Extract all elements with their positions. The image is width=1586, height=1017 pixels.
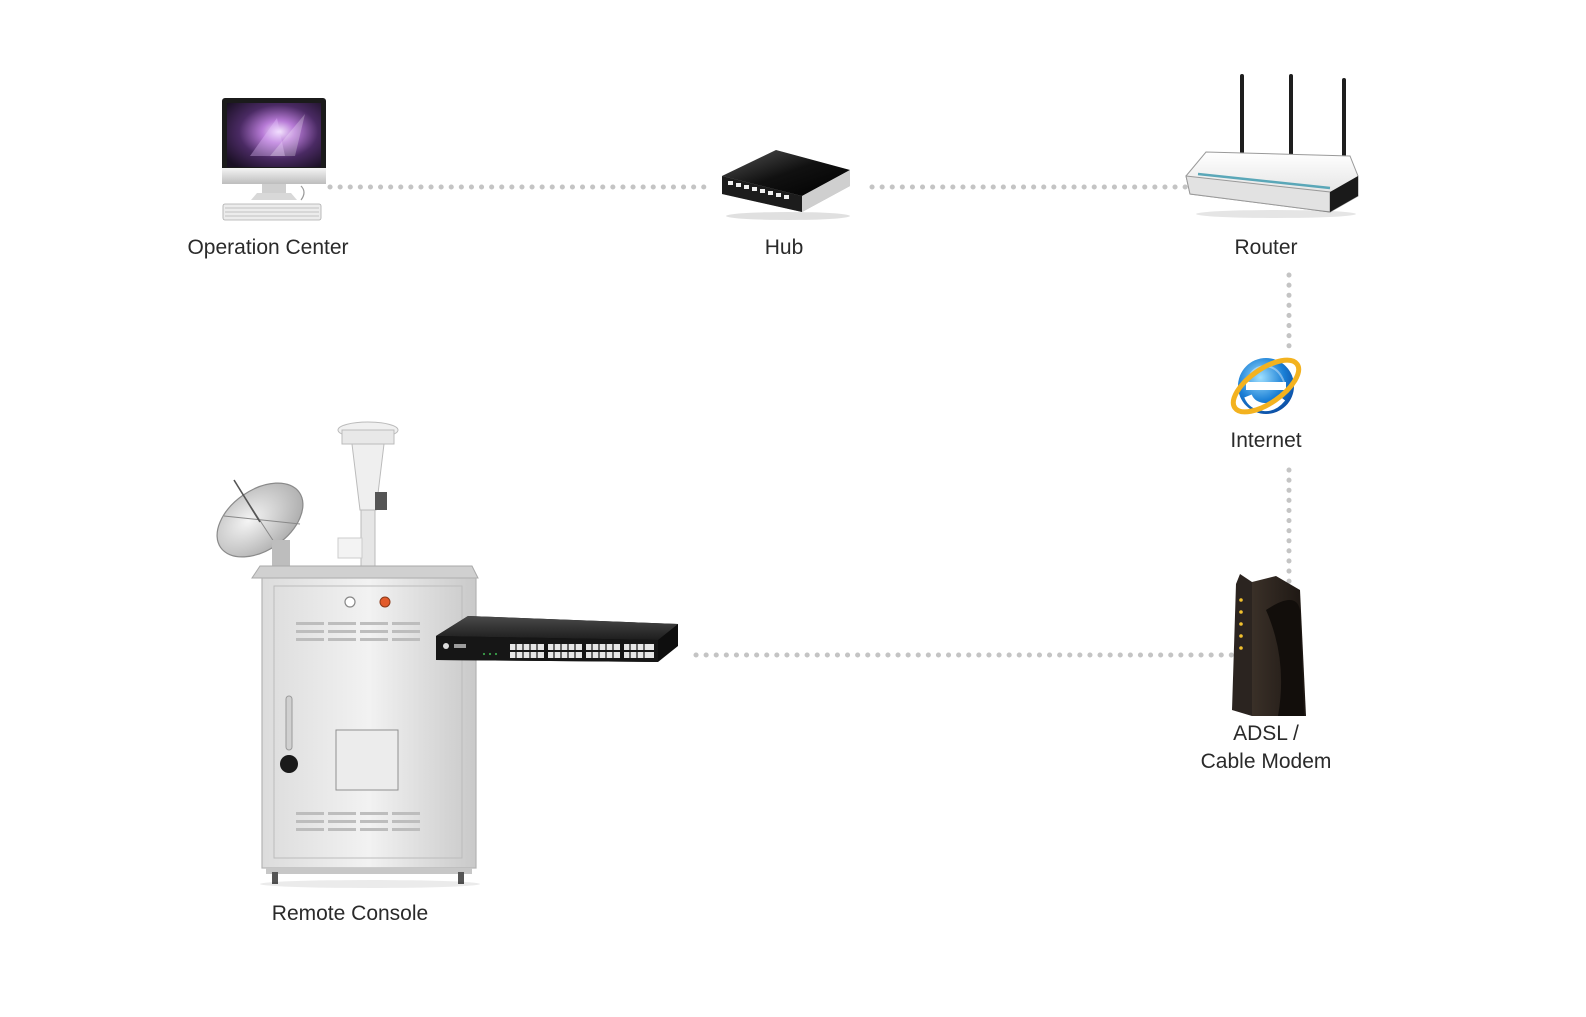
modem-label-line2: Cable Modem — [1200, 750, 1332, 773]
network-switch-icon — [436, 616, 678, 662]
remote-console-label: Remote Console — [271, 902, 429, 925]
wireless-router-icon — [1185, 74, 1359, 218]
monitoring-station-icon — [216, 421, 480, 888]
operation-center-label: Operation Center — [187, 236, 349, 259]
modem-icon — [1232, 574, 1306, 716]
sampling-inlet-icon — [337, 421, 399, 567]
modem-label-line1: ADSL / — [1233, 722, 1299, 745]
satellite-dish-icon — [216, 479, 304, 568]
internet-label: Internet — [1230, 429, 1302, 452]
network-hub-icon — [722, 150, 850, 220]
router-label: Router — [1234, 236, 1298, 259]
internet-explorer-icon — [1230, 357, 1302, 415]
desktop-computer-icon — [222, 98, 326, 221]
hub-label: Hub — [764, 236, 804, 259]
